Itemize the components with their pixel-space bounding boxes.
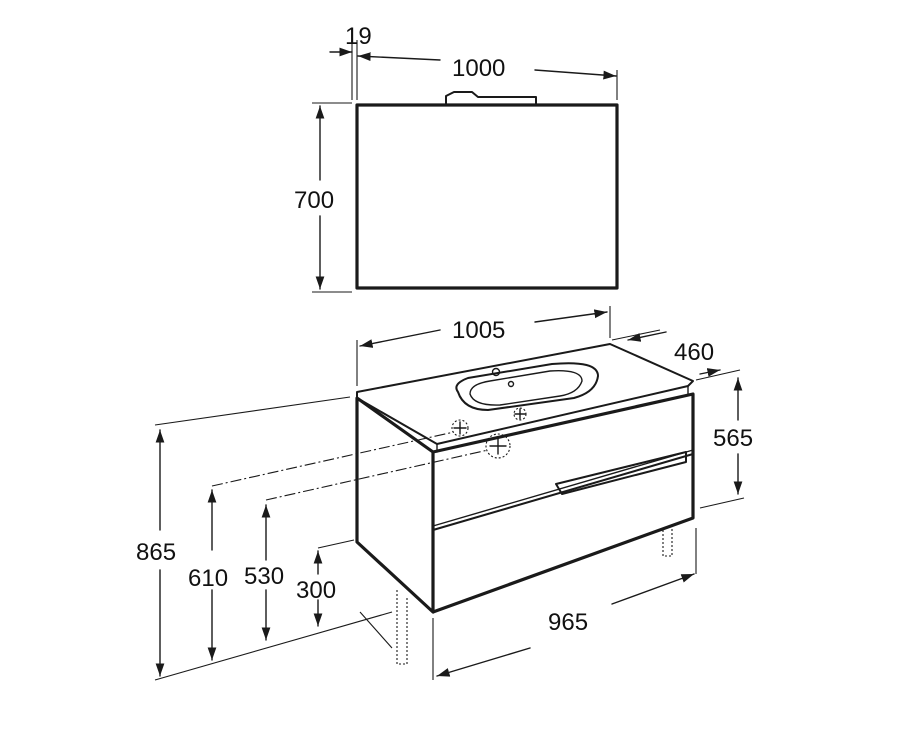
mirror-light-fixture: [445, 91, 537, 105]
plumbing-inlet-symbol: [451, 419, 469, 437]
cabinet-width-label: 965: [548, 609, 588, 636]
cabinet-height-dimension: 565: [699, 377, 753, 509]
cabinet-front: [432, 392, 695, 614]
plumbing-drain-symbol: [485, 433, 511, 459]
mirror-panel: [355, 103, 619, 290]
basin-bowl: [455, 362, 599, 411]
mirror-depth-label: 19: [345, 23, 372, 50]
outlet-height-610-dimension: 610: [188, 431, 455, 661]
cabinet-side: [355, 396, 435, 614]
drain-hole: [507, 380, 515, 388]
drawer-handle: [555, 451, 687, 495]
outlet-height-610-label: 610: [188, 565, 228, 592]
mirror-depth-dimension: 19: [329, 23, 372, 100]
mirror-width-label: 1000: [452, 55, 505, 82]
top-depth-dimension: 460: [611, 329, 741, 381]
mirror-height-label: 700: [294, 187, 334, 214]
faucet-hole: [491, 367, 501, 377]
cabinet-width-dimension: 965: [359, 528, 697, 680]
drawer-divider: [432, 453, 694, 531]
total-height-dimension: 865: [136, 396, 393, 681]
plumbing-outlet-symbol: [513, 407, 527, 421]
countertop: [356, 343, 694, 445]
outlet-height-530-label: 530: [244, 563, 284, 590]
mirror-width-dimension: 1000: [357, 52, 618, 100]
leg-back: [396, 590, 408, 665]
top-depth-label: 460: [674, 339, 714, 366]
mirror-height-dimension: 700: [294, 102, 352, 293]
outlet-height-530-dimension: 530: [244, 449, 489, 641]
top-width-label: 1005: [452, 317, 505, 344]
total-height-label: 865: [136, 539, 176, 566]
mirror: [355, 91, 619, 290]
basin-inner: [469, 370, 583, 406]
cabinet-height-label: 565: [713, 425, 753, 452]
top-width-dimension: 1005: [356, 306, 611, 386]
leg-front: [662, 528, 673, 557]
outlet-height-300-label: 300: [296, 577, 336, 604]
vanity-unit: [355, 343, 695, 665]
outlet-height-300-dimension: 300: [296, 539, 355, 627]
